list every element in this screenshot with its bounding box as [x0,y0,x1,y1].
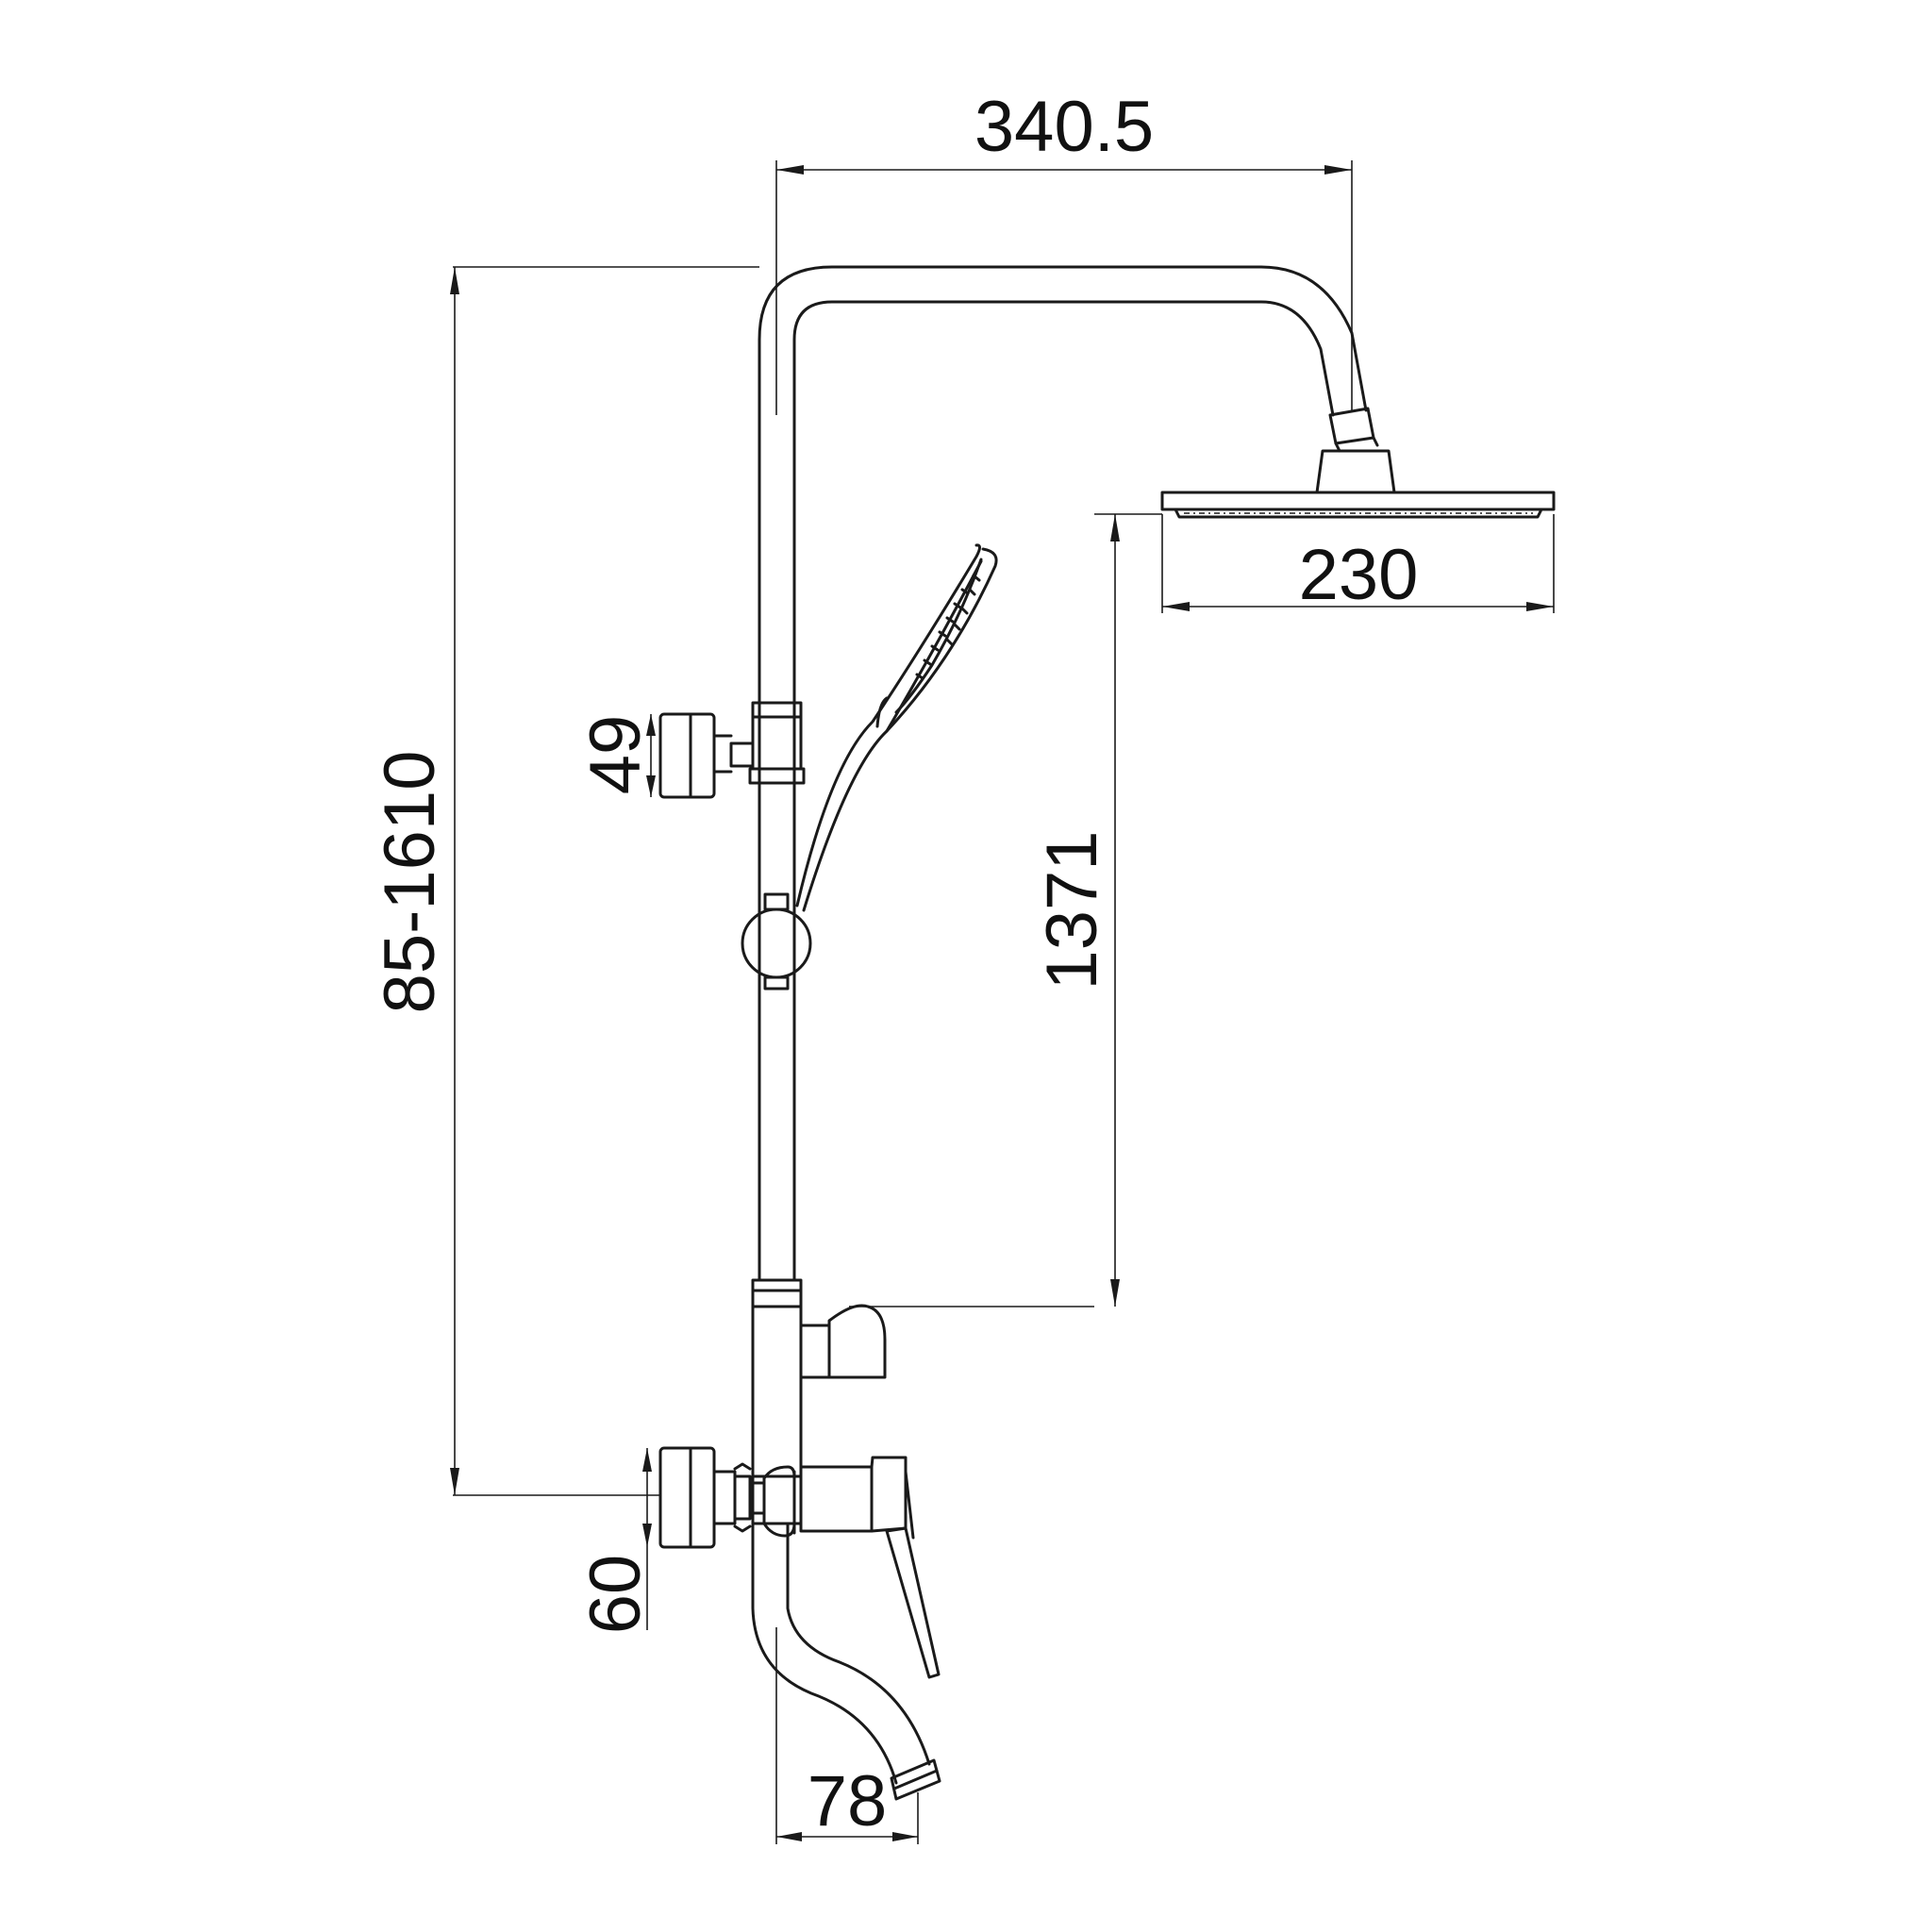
label-mixer-offset: 60 [575,1555,656,1635]
dim-rain-head-height [849,513,1162,1307]
head-connector [1328,407,1379,453]
dim-slider-offset [646,714,656,797]
overhead-arm-inner [792,300,1335,698]
label-total-height: 85-1610 [370,751,450,1014]
label-rain-head-height: 1371 [1032,830,1112,990]
label-rain-head-width: 230 [1299,535,1419,615]
label-spout-reach: 78 [808,1761,888,1841]
hand-shower [795,543,998,912]
dim-total-height [450,266,759,1496]
mixer-valve [751,1456,941,1679]
overhead-arm [758,265,1368,698]
shower-outline [658,265,1556,1801]
dim-rain-head-width [1161,514,1555,613]
rain-shower-head [1160,449,1556,519]
slider-bracket [658,701,806,799]
dimension-labels: 340.5 230 49 85-1610 1371 60 78 [370,87,1418,1841]
spray-nozzles [915,574,981,680]
mixer-wall-mount [658,1446,766,1549]
label-arm-reach: 340.5 [974,87,1154,167]
diverter [751,1278,887,1478]
hand-shower-holder [741,892,812,991]
dim-spout-reach [775,1627,919,1844]
dim-arm-reach [775,160,1353,415]
dim-mixer-offset [642,1448,652,1630]
dimension-lines [450,160,1555,1844]
label-slider-offset: 49 [575,715,656,795]
bath-spout [751,1522,941,1801]
